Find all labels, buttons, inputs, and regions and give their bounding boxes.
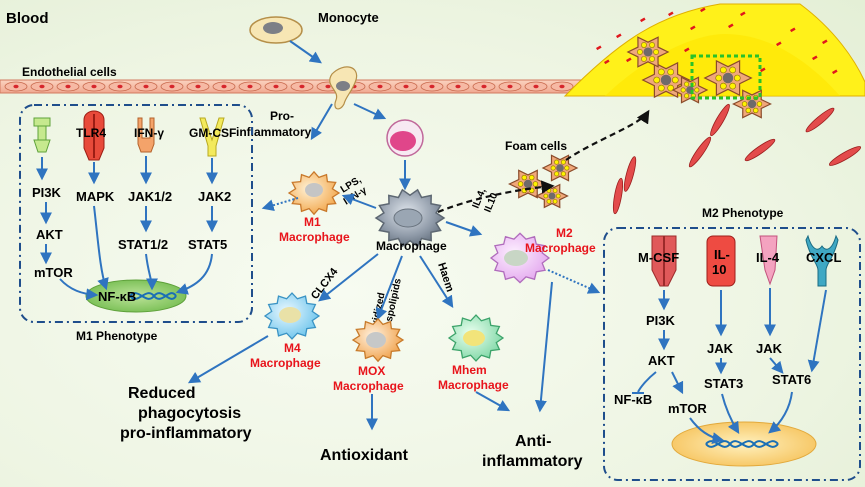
m1-node-mapk: MAPK [76, 189, 115, 204]
m2-receptor-label-il-line2: 10 [712, 262, 726, 277]
m1-node-stat5: STAT5 [188, 237, 227, 252]
m1-node-pi3k: PI3K [32, 185, 62, 200]
m2-macrophage-label-line2: Macrophage [525, 241, 596, 255]
mox-macrophage-cell [351, 317, 405, 363]
m1-receptor-gmcsf [199, 117, 225, 157]
foam-cell-group [508, 154, 579, 209]
m1-node-jak2: JAK2 [198, 189, 231, 204]
m2-receptor-il4 [759, 235, 778, 286]
m2-receptor-mcsf [651, 235, 677, 287]
m2-macrophage-label-line1: M2 [556, 226, 573, 240]
foam-cells-label: Foam cells [505, 139, 567, 153]
m2-node-jak-left: JAK [707, 341, 734, 356]
m1-macrophage-cell [287, 170, 341, 216]
m1-receptor-ifng [137, 117, 155, 153]
m2-receptor-label-mcsf: M-CSF [638, 250, 679, 265]
transmigrating-monocyte [329, 66, 358, 110]
m1-phenotype-panel: TLR4 IFN-γ GM-CSF PI3K MAPK JAK1/2 JAK2 … [19, 104, 253, 343]
m1-node-mtor: mTOR [34, 265, 73, 280]
m2-nucleus [671, 421, 817, 467]
m1-macrophage-label-line2: Macrophage [279, 230, 350, 244]
m2-node-nfkb: NF-κB [614, 392, 652, 407]
m1-macrophage-label-line1: M1 [304, 215, 321, 229]
m4-macrophage-cell [263, 292, 321, 340]
endothelial-label: Endothelial cells [22, 65, 117, 79]
mhem-macrophage-label-line1: Mhem [452, 363, 487, 377]
outcome-reduced-line2: phagocytosis [138, 405, 241, 422]
macrophage-label: Macrophage [376, 239, 447, 253]
m1-receptor-label-tlr4: TLR4 [76, 126, 106, 140]
m2-receptor-label-il4: IL-4 [756, 250, 780, 265]
mhem-macrophage-label-line2: Macrophage [438, 378, 509, 392]
m2-node-pi3k: PI3K [646, 313, 676, 328]
m1-node-jak12: JAK1/2 [128, 189, 172, 204]
m1-phenotype-title: M1 Phenotype [76, 329, 158, 343]
macrophage-cell [374, 188, 446, 248]
m2-receptor-il10 [706, 235, 736, 287]
m2-node-akt: AKT [648, 353, 675, 368]
m2-phenotype-panel: M2 Phenotype M-CSF IL- 10 IL-4 CXCL PI3K… [603, 206, 861, 481]
m2-node-stat6: STAT6 [772, 372, 811, 387]
mox-macrophage-label-line2: Macrophage [333, 379, 404, 393]
m2-phenotype-title: M2 Phenotype [702, 206, 784, 220]
m1-node-stat12: STAT1/2 [118, 237, 168, 252]
m4-macrophage-label-line2: Macrophage [250, 356, 321, 370]
m1-node-nfkb: NF-κB [98, 289, 136, 304]
endothelial-layer [0, 79, 600, 94]
blood-label: Blood [6, 10, 49, 27]
outcome-reduced-line3: pro-inflammatory [120, 425, 252, 442]
outcome-reduced-line1: Reduced [128, 385, 196, 402]
mox-macrophage-label-line1: MOX [358, 364, 385, 378]
differentiating-monocyte [386, 119, 424, 157]
outcome-antioxidant: Antioxidant [320, 447, 409, 464]
m2-receptor-label-il-line1: IL- [714, 247, 730, 262]
haem-label: Haem [435, 261, 456, 293]
mhem-macrophage-cell [447, 314, 505, 362]
m1-receptor-0 [33, 117, 51, 153]
m4-macrophage-label-line1: M4 [284, 341, 301, 355]
m1-receptor-label-gmcsf: GM-CSF [189, 126, 236, 140]
m2-node-mtor: mTOR [668, 401, 707, 416]
m2-macrophage-cell [489, 232, 551, 284]
outcome-anti-inflammatory-line2: inflammatory [482, 453, 583, 470]
m2-node-stat3: STAT3 [704, 376, 743, 391]
monocyte-cell [249, 16, 303, 44]
pro-inflammatory-label-line2: inflammatory [236, 125, 312, 139]
m2-receptor-label-cxcl: CXCL [806, 250, 841, 265]
m2-receptor-cxcl [805, 234, 839, 287]
monocyte-label: Monocyte [318, 10, 379, 25]
m2-node-jak-right: JAK [756, 341, 783, 356]
highlight-box [690, 54, 762, 100]
m1-receptor-tlr4 [83, 110, 105, 161]
pro-inflammatory-label-line1: Pro- [270, 109, 294, 123]
m1-receptor-label-ifng: IFN-γ [134, 126, 164, 140]
outcome-anti-inflammatory-line1: Anti- [515, 433, 551, 450]
m1-node-akt: AKT [36, 227, 63, 242]
